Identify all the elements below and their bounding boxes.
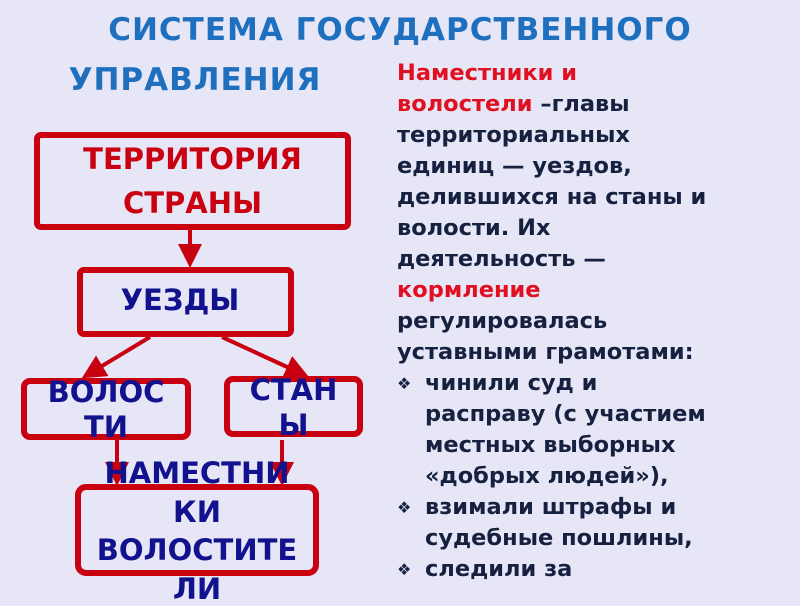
volosti-label-2: ТИ	[83, 410, 129, 444]
description-line: кормление	[397, 275, 541, 306]
line-text: уставными грамотами:	[397, 339, 694, 365]
description-line: делившихся на станы и	[397, 182, 706, 213]
territory-label-1: ТЕРРИТОРИЯ	[83, 142, 302, 176]
line-text: деятельность —	[397, 246, 606, 272]
bullet-text-line: следили за	[425, 556, 573, 582]
bullet-text-line: чинили суд и	[425, 370, 598, 396]
bullet-diamond-icon: ❖	[397, 374, 412, 393]
description-line: единиц — уездов,	[397, 151, 632, 182]
highlight-term: волостели	[397, 91, 533, 117]
territory-box	[34, 132, 351, 230]
highlight-term: Наместники и	[397, 60, 577, 86]
description-line: территориальных	[397, 120, 630, 151]
description-line: деятельность —	[397, 244, 606, 275]
stany-box	[224, 376, 363, 437]
slide-title-line2: УПРАВЛЕНИЯ	[68, 62, 322, 98]
highlight-term: кормление	[397, 277, 541, 303]
arrow-uezdy-volosti	[81, 335, 152, 379]
line-text: единиц — уездов,	[397, 153, 632, 179]
description-line: уставными грамотами:	[397, 337, 694, 368]
description-line: регулировалась	[397, 306, 607, 337]
arrow-uezdy-stany	[221, 335, 309, 378]
bullet-text-line: местных выборных	[425, 432, 676, 458]
bullet-text-line: расправу (с участием	[425, 401, 706, 427]
namestniki-label-3: ВОЛОСТИТЕ	[96, 533, 298, 567]
volosti-box	[21, 378, 191, 440]
uezdy-box	[77, 267, 294, 337]
line-text: делившихся на станы и	[397, 184, 707, 210]
uezdy-label: УЕЗДЫ	[120, 283, 240, 317]
volosti-label-1: ВОЛОС	[47, 375, 165, 409]
territory-label-2: СТРАНЫ	[122, 186, 263, 220]
description-line: волостели –главы	[397, 89, 630, 120]
description-line: Наместники и	[397, 58, 577, 89]
namestniki-label-4: ЛИ	[172, 572, 222, 606]
line-text: –главы	[532, 91, 630, 117]
bullet-diamond-icon: ❖	[397, 498, 412, 517]
bullet-text-line: судебные пошлины,	[425, 525, 693, 551]
line-text: регулировалась	[397, 308, 608, 334]
namestniki-label-2: КИ	[173, 495, 221, 529]
stany-label-1: СТАН	[249, 373, 338, 407]
bullet-diamond-icon: ❖	[397, 560, 412, 579]
description-line: волости. Их	[397, 213, 551, 244]
line-text: волости. Их	[397, 215, 551, 241]
bullet-text-line: «добрых людей»),	[425, 463, 669, 489]
line-text: территориальных	[397, 122, 630, 148]
stany-label-2: Ы	[278, 408, 309, 442]
namestniki-label-1: НАМЕСТНИ	[104, 456, 290, 490]
namestniki-box	[75, 484, 319, 576]
slide-title-line1: СИСТЕМА ГОСУДАРСТВЕННОГО	[108, 12, 692, 48]
bullet-text-line: взимали штрафы и	[425, 494, 677, 520]
